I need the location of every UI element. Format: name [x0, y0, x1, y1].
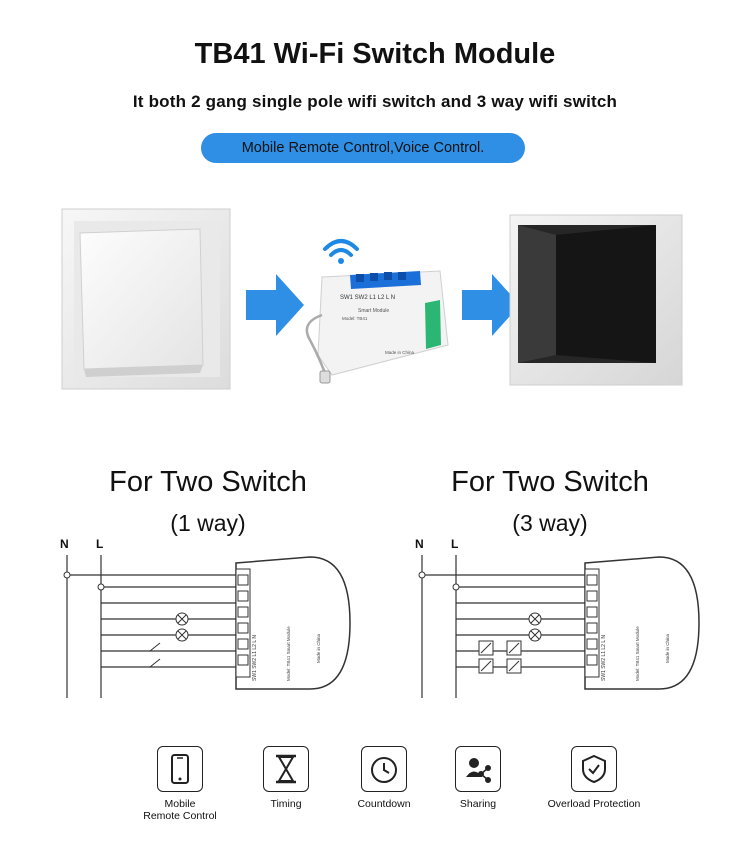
module-origin-text: Made in China — [385, 350, 415, 355]
switch-contact-icon — [149, 642, 161, 668]
page-title: TB41 Wi-Fi Switch Module — [194, 38, 556, 70]
switch-module-image: SW1 SW2 L1 L2 L N Smart Module Model: TB… — [305, 270, 449, 384]
hourglass-icon — [276, 754, 296, 784]
page-subtitle: It both 2 gang single pole wifi switch a… — [132, 92, 618, 111]
wifi-icon — [323, 239, 359, 264]
svg-text:SW1 SW2 L1 L2 L N: SW1 SW2 L1 L2 L N — [252, 635, 258, 681]
lamp-icon — [528, 612, 542, 626]
svg-text:SW1 SW2 L1 L2 L N: SW1 SW2 L1 L2 L N — [601, 635, 607, 681]
svg-text:Model: TB41 Smart Module: Model: TB41 Smart Module — [635, 626, 640, 681]
svg-text:Model: TB41 Smart Module: Model: TB41 Smart Module — [286, 626, 291, 681]
svg-text:Made in China: Made in China — [665, 633, 670, 663]
feature-countdown: Countdown — [334, 746, 434, 810]
label-n: N — [60, 537, 69, 551]
wiring-diagram-3way: N L SW1 SW2 L1 L2 L N Model: TB41 Smart … — [415, 537, 700, 698]
feature-pill-badge: Mobile Remote Control,Voice Control. — [201, 133, 525, 163]
feature-sharing: Sharing — [428, 746, 528, 810]
feature-label: Overload Protection — [547, 798, 641, 810]
module-brand-text: Smart Module — [358, 308, 389, 314]
svg-text:Made in China: Made in China — [316, 633, 321, 663]
feature-timing: Timing — [236, 746, 336, 810]
wall-box-image — [509, 214, 683, 386]
module-model-text: Model: TB41 — [342, 316, 368, 321]
label-l: L — [451, 537, 458, 551]
mobile-phone-icon — [171, 754, 189, 784]
share-icon — [466, 758, 491, 783]
module-diagram: SW1 SW2 L1 L2 L N Model: TB41 Smart Modu… — [235, 556, 351, 690]
three-way-switch-icon — [478, 640, 522, 674]
diagram-2-title: For Two Switch — [451, 466, 649, 498]
shield-check-icon — [582, 754, 606, 784]
lamp-icon — [175, 612, 189, 626]
arrow-right-icon — [246, 274, 304, 336]
feature-label: Countdown — [357, 798, 411, 810]
module-diagram: SW1 SW2 L1 L2 L N Model: TB41 Smart Modu… — [584, 556, 700, 690]
label-n: N — [415, 537, 424, 551]
module-terminal-labels: SW1 SW2 L1 L2 L N — [340, 295, 395, 301]
wiring-diagram-1way: N L SW1 SW2 L1 L2 L N Model: TB41 Smart … — [60, 537, 351, 698]
feature-pill-label: Mobile Remote Control,Voice Control. — [241, 140, 485, 156]
diagram-2-subtitle: (3 way) — [512, 510, 588, 536]
installation-illustration: SW1 SW2 L1 L2 L N Smart Module Model: TB… — [61, 208, 683, 390]
label-l: L — [96, 537, 103, 551]
feature-label: Sharing — [459, 798, 497, 810]
arrow-right-icon — [462, 274, 520, 336]
feature-overload-protection: Overload Protection — [534, 746, 654, 810]
feature-label: Timing — [270, 798, 302, 810]
diagram-1-subtitle: (1 way) — [170, 510, 246, 536]
diagram-1-title: For Two Switch — [109, 466, 307, 498]
lamp-icon — [175, 628, 189, 642]
clock-icon — [371, 757, 397, 783]
lamp-icon — [528, 628, 542, 642]
wall-switch-image — [61, 208, 231, 390]
